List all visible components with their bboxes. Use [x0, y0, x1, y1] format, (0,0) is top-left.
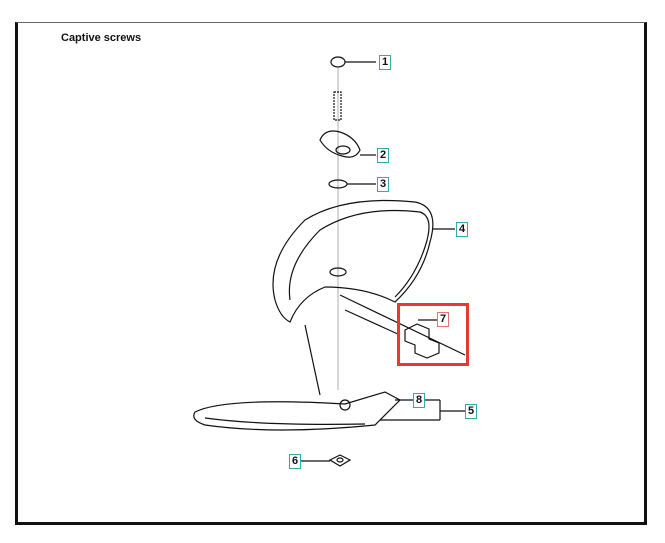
part-label-1[interactable]: 1 — [379, 55, 392, 70]
nut-part-2 — [319, 130, 376, 158]
part-label-6[interactable]: 6 — [289, 454, 302, 469]
part-label-7[interactable]: 7 — [437, 312, 450, 327]
nut-part-6 — [301, 454, 352, 467]
highlight-box-part-7 — [397, 303, 469, 366]
part-label-8[interactable]: 8 — [413, 393, 426, 408]
diagram-frame — [15, 22, 647, 525]
screw — [333, 91, 342, 121]
clip-part-7 — [404, 319, 440, 359]
part-label-3[interactable]: 3 — [377, 177, 390, 192]
handle-part-4 — [272, 199, 466, 356]
diagram-title: Captive screws — [61, 32, 142, 44]
washer-part-3 — [328, 179, 376, 189]
part-label-5[interactable]: 5 — [465, 404, 478, 419]
part-label-2[interactable]: 2 — [377, 148, 390, 163]
part-label-4[interactable]: 4 — [456, 222, 469, 237]
washer-part-1 — [330, 56, 376, 68]
